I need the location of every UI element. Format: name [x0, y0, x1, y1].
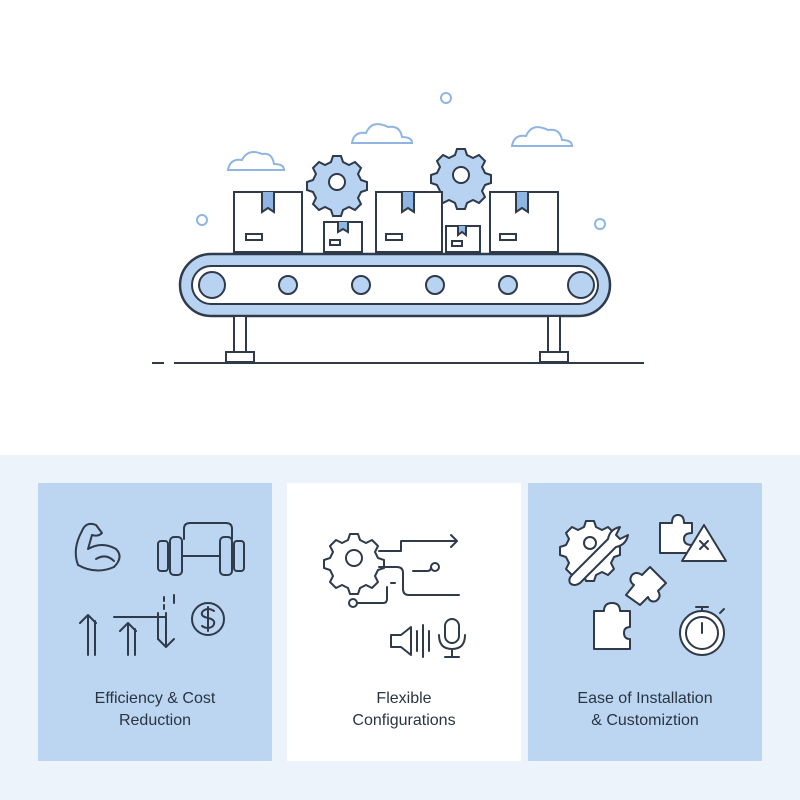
puzzle-icon	[593, 602, 631, 650]
gear-wrench-icon	[559, 520, 629, 586]
dot-decoration	[196, 214, 208, 226]
box-icon	[233, 191, 303, 253]
cloud-icon	[350, 123, 414, 144]
puzzle-icon	[659, 514, 693, 554]
feature-card-efficiency: Efficiency & Cost Reduction	[38, 483, 272, 761]
flexible-icon-group	[323, 533, 466, 658]
conveyor-illustration	[152, 92, 644, 364]
warning-icon	[681, 524, 727, 562]
muscle-icon	[74, 522, 121, 572]
box-icon	[445, 225, 481, 253]
dumbbell-icon	[157, 522, 245, 576]
gear-icon	[306, 155, 368, 217]
feature-card-installation: Ease of Installation & Customiztion	[528, 483, 762, 761]
card-label: Ease of Installation & Customiztion	[577, 690, 713, 729]
card-label: Efficiency & Cost Reduction	[94, 690, 216, 729]
cloud-icon	[226, 151, 286, 171]
microphone-icon	[438, 618, 466, 658]
stopwatch-icon	[679, 606, 725, 656]
gear-icon	[430, 148, 492, 210]
card-label: Flexible Configurations	[352, 690, 456, 729]
cloud-icon	[510, 126, 574, 147]
dollar-coin-icon	[191, 602, 225, 636]
dot-decoration	[440, 92, 452, 104]
gear-icon	[323, 533, 385, 595]
hero-illustration	[152, 92, 644, 364]
dot-decoration	[594, 218, 606, 230]
installation-icon-group	[559, 514, 727, 656]
box-icon	[323, 221, 363, 253]
box-icon	[375, 191, 443, 253]
speaker-icon	[390, 624, 430, 658]
up-arrows-icon	[79, 614, 167, 656]
conveyor-belt	[152, 252, 644, 364]
down-arrow-icon	[157, 594, 175, 648]
puzzle-icon	[625, 566, 667, 606]
box-icon	[489, 191, 559, 253]
flow-arrow-icon	[348, 534, 460, 608]
efficiency-icon-group	[74, 522, 245, 656]
feature-card-flexible: Flexible Configurations	[287, 483, 521, 761]
